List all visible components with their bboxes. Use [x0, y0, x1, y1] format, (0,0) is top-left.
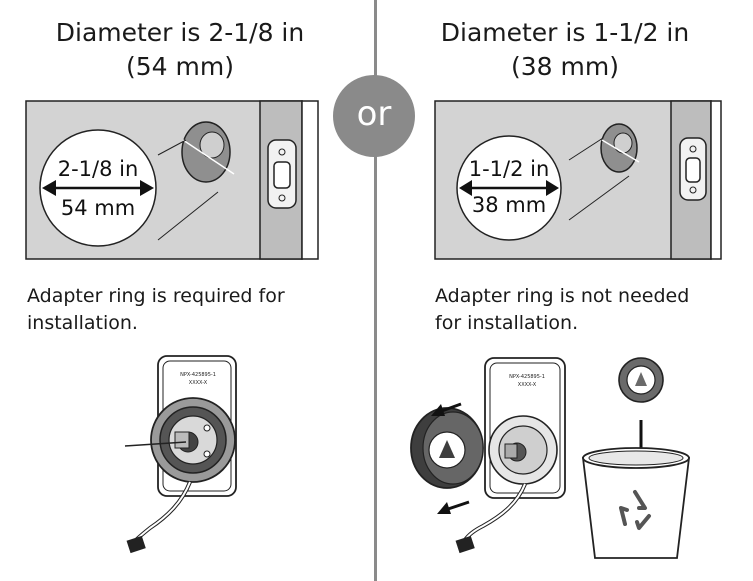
recycle-icon — [619, 490, 651, 530]
door-frame — [301, 100, 319, 260]
right-door-illustration: 1-1/2 in 38 mm — [434, 100, 722, 260]
removal-arrow-icon-top — [431, 402, 462, 416]
bore-hole — [181, 121, 235, 183]
adapter-ring-installed — [150, 397, 236, 483]
panel-38mm: Diameter is 1-1/2 in (38 mm) 1-1/2 in 38… — [377, 0, 753, 581]
right-title-line2: (38 mm) — [511, 52, 619, 81]
right-title: Diameter is 1-1/2 in (38 mm) — [385, 16, 745, 84]
panel-divider — [374, 0, 377, 581]
right-part-label-2: XXXX-X — [518, 382, 537, 388]
left-part-label-2: XXXX-X — [189, 380, 208, 386]
right-lock-illustration: NPX-425895-1 XXXX-X — [410, 357, 691, 559]
left-title: Diameter is 2-1/8 in (54 mm) — [0, 16, 360, 84]
spindle-tailpiece — [124, 441, 187, 447]
latch-plate — [679, 137, 707, 201]
bore-hole — [600, 123, 640, 173]
left-circle-mm: 54 mm — [61, 196, 135, 220]
or-badge: or — [333, 75, 415, 157]
adapter-ring-discarded — [618, 357, 664, 403]
left-title-line1: Diameter is 2-1/8 in — [55, 18, 305, 47]
removal-arrow-icon-bottom — [437, 500, 470, 514]
left-door-illustration: 2-1/8 in 54 mm — [25, 100, 319, 260]
right-caption: Adapter ring is not needed for installat… — [435, 285, 690, 334]
double-arrow-icon — [42, 180, 154, 196]
door-frame — [710, 100, 722, 260]
lock-body — [488, 415, 558, 485]
left-title-line2: (54 mm) — [126, 52, 234, 81]
left-lock-illustration: NPX-425895-1 XXXX-X — [124, 355, 237, 554]
left-circle-inch: 2-1/8 in — [58, 157, 139, 181]
double-arrow-icon — [459, 180, 559, 196]
panel-54mm: Diameter is 2-1/8 in (54 mm) 2-1/8 in — [0, 0, 376, 581]
right-part-label-1: NPX-425895-1 — [509, 374, 545, 380]
left-part-label-1: NPX-425895-1 — [180, 372, 216, 378]
latch-plate — [267, 139, 297, 209]
left-caption: Adapter ring is required for installatio… — [27, 285, 285, 334]
right-circle-mm: 38 mm — [472, 193, 546, 217]
cable-connector — [126, 535, 146, 554]
recycle-bin — [581, 447, 691, 559]
right-circle-inch: 1-1/2 in — [469, 157, 550, 181]
cable-connector — [455, 535, 475, 554]
adapter-ring-removed — [410, 407, 484, 489]
right-title-line1: Diameter is 1-1/2 in — [440, 18, 690, 47]
